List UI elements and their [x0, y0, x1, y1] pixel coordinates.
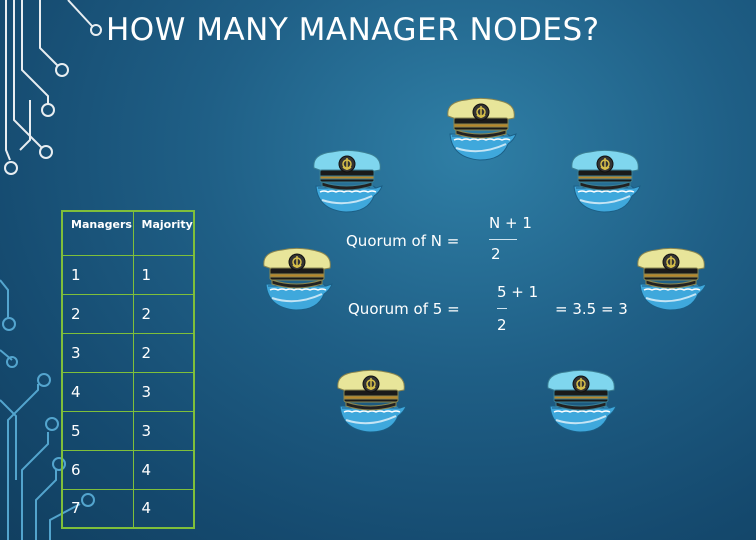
cell-majority: 3: [132, 371, 195, 412]
cell-majority: 2: [132, 293, 195, 334]
slide-title: HOW MANY MANAGER NODES?: [106, 12, 600, 48]
cell-managers: 2: [61, 293, 134, 334]
manager-node-whale-icon: [637, 247, 707, 311]
table-header-row: Managers Majority: [61, 210, 195, 256]
cell-managers: 3: [61, 332, 134, 373]
header-managers: Managers: [61, 210, 134, 256]
quorum-n-label: Quorum of N =: [346, 232, 460, 250]
manager-node-whale-icon: [547, 369, 617, 433]
header-majority: Majority: [132, 210, 195, 256]
cell-majority: 4: [132, 488, 195, 529]
cell-managers: 1: [61, 254, 134, 295]
cell-managers: 5: [61, 410, 134, 451]
manager-node-whale-icon: [447, 97, 517, 161]
quorum-5-fraction-bar: [497, 308, 507, 309]
quorum-n-fraction-bar: [489, 239, 517, 240]
quorum-5-label: Quorum of 5 =: [348, 300, 460, 318]
cell-majority: 1: [132, 254, 195, 295]
quorum-n-denominator: 2: [491, 245, 501, 263]
cell-managers: 4: [61, 371, 134, 412]
cell-majority: 3: [132, 410, 195, 451]
manager-node-whale-icon: [313, 149, 383, 213]
cell-majority: 4: [132, 449, 195, 490]
manager-node-whale-icon: [337, 369, 407, 433]
cell-managers: 7: [61, 488, 134, 529]
manager-node-whale-icon: [571, 149, 641, 213]
quorum-5-denominator: 2: [497, 316, 507, 334]
quorum-5-numerator: 5 + 1: [497, 283, 539, 301]
manager-node-whale-icon: [263, 247, 333, 311]
quorum-5-result: = 3.5 = 3: [555, 300, 628, 318]
cell-majority: 2: [132, 332, 195, 373]
quorum-n-numerator: N + 1: [489, 214, 532, 232]
cell-managers: 6: [61, 449, 134, 490]
